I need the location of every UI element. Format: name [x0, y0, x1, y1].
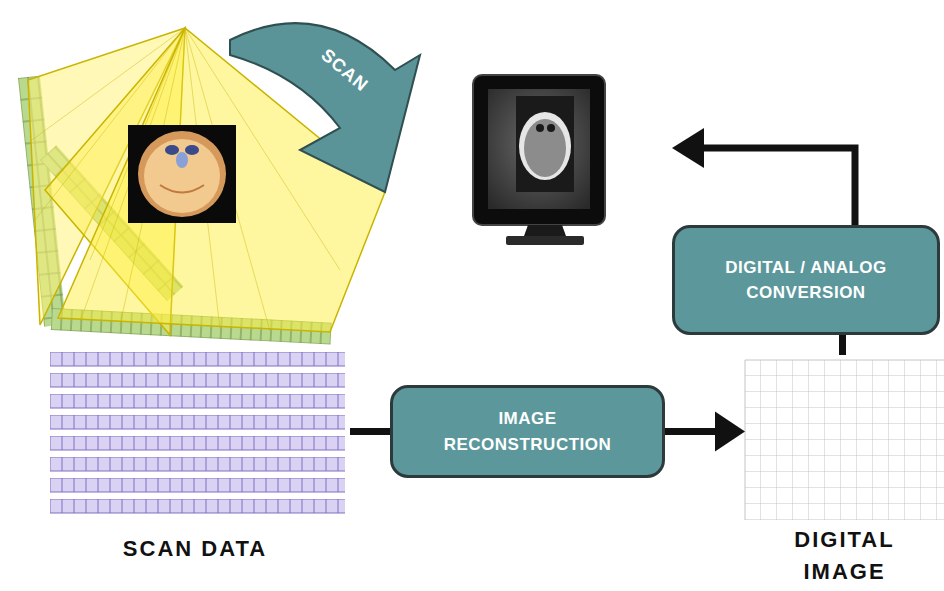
x-ray-fan: [28, 28, 385, 335]
brain: [144, 139, 220, 213]
head-section: [128, 125, 236, 223]
monitor-bezel: [473, 75, 605, 225]
connector: [842, 335, 843, 355]
box-label: IMAGE RECONSTRUCTION: [428, 406, 628, 457]
sinus: [176, 152, 188, 168]
skull: [138, 131, 226, 217]
caption: SCAN DATA: [123, 533, 267, 565]
monitor-screen: [488, 89, 590, 209]
process-box: IMAGE RECONSTRUCTION: [390, 385, 665, 478]
connector-line: [839, 335, 846, 355]
orbit: [185, 145, 199, 155]
ct-orbit: [547, 124, 555, 132]
monitor-stand: [524, 225, 566, 236]
caption: DIGITAL IMAGE: [760, 524, 930, 588]
x-ray-fan: [58, 28, 385, 332]
connector: [350, 431, 390, 432]
head-background: [128, 125, 236, 223]
monitor: [473, 75, 605, 245]
output-arrow: [700, 148, 855, 226]
scan-arrow-shape: [230, 23, 420, 192]
monitor-base: [506, 236, 584, 245]
brain-fold: [160, 185, 204, 193]
process-box: DIGITAL / ANALOG CONVERSION: [672, 225, 940, 335]
connector: [665, 412, 745, 452]
ct-skull: [519, 112, 571, 180]
pixel-grid: [745, 360, 944, 520]
ct-brain: [524, 119, 566, 177]
ct-orbit: [536, 124, 544, 132]
scan-arrow: SCAN: [225, 0, 425, 200]
scan-arrow-shape: [225, 0, 425, 200]
arrow-head: [715, 412, 745, 452]
scan-data-node: SCAN DATA: [40, 350, 350, 565]
connector-line: [665, 428, 717, 435]
arrow-head: [672, 128, 704, 168]
pixel-grid: [745, 360, 944, 520]
box-label: DIGITAL / ANALOG CONVERSION: [696, 255, 916, 306]
orbit: [165, 145, 179, 155]
ct-image: [516, 96, 574, 192]
scan-data-grid: [50, 352, 345, 516]
digital-image-node: DIGITAL IMAGE: [745, 355, 944, 588]
connector-line: [350, 428, 390, 435]
